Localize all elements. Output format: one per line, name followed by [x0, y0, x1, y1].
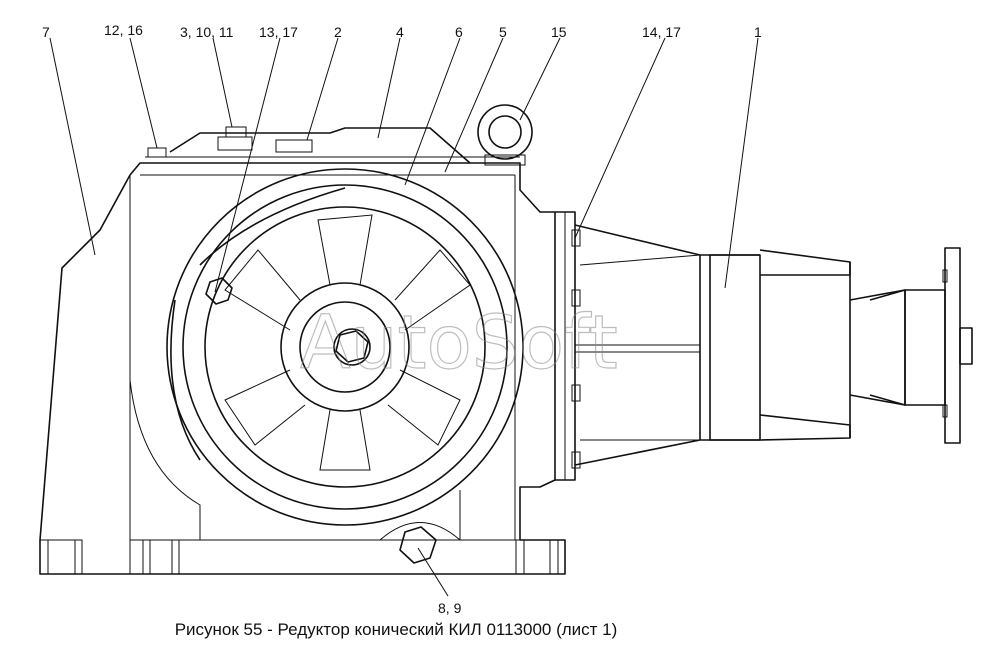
callout-1: 1: [754, 24, 762, 40]
callout-8-9: 8, 9: [438, 600, 462, 616]
figure-caption: Рисунок 55 - Редуктор конический КИЛ 011…: [174, 620, 618, 639]
callout-5: 5: [499, 24, 507, 40]
callout-14-17: 14, 17: [642, 24, 681, 40]
callout-12-16: 12, 16: [104, 22, 143, 38]
watermark: AutoSoft: [300, 300, 618, 386]
callouts: 7 12, 16 3, 10, 11 13, 17 2 4 6 5 15 14,…: [42, 22, 762, 616]
leader-lines: [49, 37, 759, 597]
output-assembly: [555, 211, 973, 481]
callout-7: 7: [42, 24, 50, 40]
callout-2: 2: [334, 24, 342, 40]
callout-4: 4: [396, 24, 404, 40]
callout-15: 15: [551, 24, 567, 40]
callout-6: 6: [455, 24, 463, 40]
worm-wheel: [166, 168, 524, 564]
callout-13-17: 13, 17: [259, 24, 298, 40]
callout-3-10-11: 3, 10, 11: [180, 24, 234, 40]
